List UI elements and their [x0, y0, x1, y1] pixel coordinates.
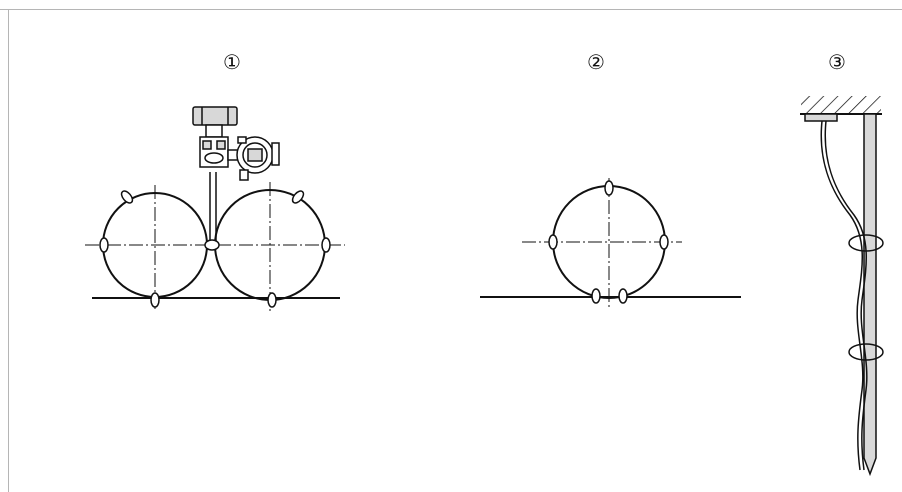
ceiling-hatch: [801, 96, 881, 114]
figure-1-two-pipes: [85, 106, 345, 312]
frame-left-border: [8, 9, 9, 492]
centerlines-2: [522, 178, 682, 310]
figure-3-vertical-mount: [800, 96, 884, 477]
mounting-bracket: [804, 113, 838, 122]
pressure-transmitter: [192, 106, 280, 181]
capillary-tubes-1: [209, 172, 217, 242]
capillary-line: [820, 120, 864, 471]
vertical-pipe: [863, 113, 877, 477]
strap-lower: [848, 343, 884, 361]
strap-upper: [848, 234, 884, 252]
straps-1: [99, 190, 331, 308]
label-3: ③: [828, 50, 846, 74]
straps-2: [548, 180, 669, 304]
figure-2-single-pipe: [480, 178, 741, 310]
centerlines-1: [85, 182, 345, 312]
label-1: ①: [223, 50, 241, 74]
frame-top-border: [0, 9, 902, 10]
label-2: ②: [587, 50, 605, 74]
